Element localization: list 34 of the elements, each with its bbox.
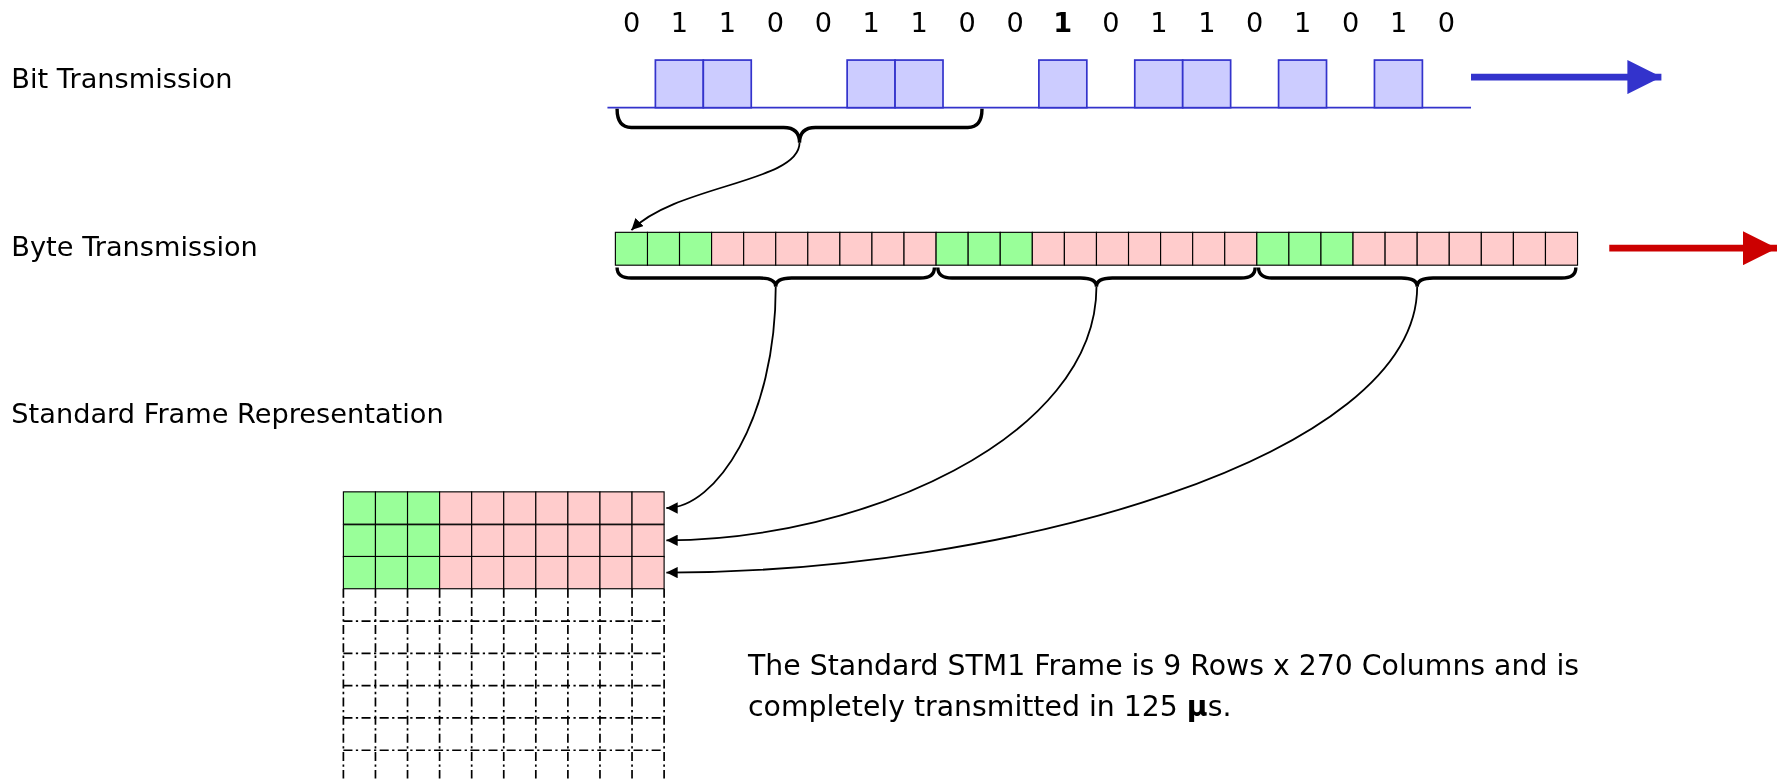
bit-value: 1 <box>1389 6 1408 40</box>
bit-value: 0 <box>1006 6 1024 40</box>
bit-value: 1 <box>1198 6 1216 40</box>
bit-value: 0 <box>1102 6 1120 40</box>
bit-value: 1 <box>910 6 928 40</box>
bit-value: 0 <box>766 6 785 40</box>
curly-brace <box>1256 267 1578 287</box>
bit-value: 0 <box>814 6 832 40</box>
curly-brace <box>936 267 1257 287</box>
curly-brace <box>615 108 984 143</box>
arrow <box>665 285 1419 578</box>
bit-value: 1 <box>862 6 880 40</box>
bit-value: 1 <box>670 6 689 40</box>
bit-value: 0 <box>958 6 976 40</box>
bit-value: 0 <box>1246 6 1264 40</box>
byte-cell <box>615 232 648 266</box>
arrow <box>665 285 777 512</box>
frame-row <box>343 556 665 589</box>
curly-brace <box>615 267 937 287</box>
bit-value: 1 <box>1294 6 1312 40</box>
bit-value: 0 <box>622 6 641 40</box>
row-label: Bit Transmission <box>11 63 233 97</box>
frame-row <box>343 491 665 525</box>
bit-value: 0 <box>1437 6 1456 40</box>
frame-row <box>343 524 665 557</box>
bit-value: 1 <box>1053 6 1073 40</box>
arrow <box>665 285 1098 546</box>
bit-value: 1 <box>1150 6 1168 40</box>
row-label: Byte Transmission <box>11 231 258 264</box>
row-label: Standard Frame Representation <box>11 397 444 431</box>
note-text: The Standard STM1 Frame is 9 Rows x 270 Columns and is completely transmitted in 125 µs. <box>747 648 1581 726</box>
bit-value: 0 <box>1342 6 1360 40</box>
arrow <box>630 141 801 231</box>
bit-value: 1 <box>718 6 737 40</box>
